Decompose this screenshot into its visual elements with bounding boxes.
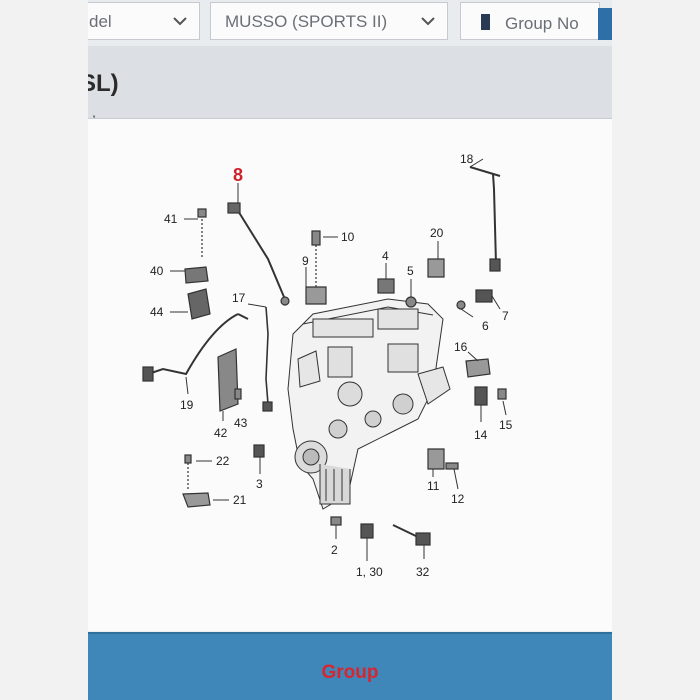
callout-label[interactable]: 20	[430, 226, 444, 240]
group-number-label: Group No	[505, 14, 579, 33]
callout-label[interactable]: 22	[216, 454, 230, 468]
callout-label[interactable]: 6	[482, 319, 489, 333]
page-title: SL)	[88, 70, 119, 97]
callout-highlighted[interactable]: 8	[233, 165, 243, 185]
callout-label[interactable]: 15	[499, 418, 513, 432]
callout-label[interactable]: 14	[474, 428, 488, 442]
model-select-label: del	[89, 12, 112, 31]
callout-label[interactable]: 7	[502, 309, 509, 323]
callout-label[interactable]: 4	[382, 249, 389, 263]
callout-label[interactable]: 10	[341, 230, 355, 244]
toolbar: del MUSSO (SPORTS II) Group No	[88, 0, 612, 47]
part-shapes	[142, 166, 507, 546]
callout-label[interactable]: 19	[180, 398, 194, 412]
model-select[interactable]: del	[88, 2, 200, 40]
group-tab[interactable]: Group	[321, 662, 379, 683]
callout-label[interactable]: 2	[331, 543, 338, 557]
callout-label[interactable]: 5	[407, 264, 414, 278]
vehicle-select[interactable]: MUSSO (SPORTS II)	[210, 2, 448, 40]
callout-label[interactable]: 17	[232, 291, 246, 305]
callout-label[interactable]: 42	[214, 426, 228, 440]
callout-label[interactable]: 32	[416, 565, 430, 579]
callout-labels: 8 18 41 10 20 9 4 5 40 17 7 44 6 16 19 4…	[150, 152, 513, 579]
app-window: del MUSSO (SPORTS II) Group No SL) ,	[88, 0, 612, 700]
callout-label[interactable]: 40	[150, 264, 164, 278]
callout-label[interactable]: 18	[460, 152, 474, 166]
page-subtitle: ,	[92, 104, 96, 120]
callout-label[interactable]: 43	[234, 416, 248, 430]
monitor-bezel-left	[0, 0, 88, 700]
callout-label[interactable]: 11	[427, 479, 440, 493]
callout-label[interactable]: 3	[256, 477, 263, 491]
callout-label[interactable]: 9	[302, 254, 309, 268]
bottom-tab-bar: Group	[88, 632, 612, 700]
parts-diagram-svg: 8 18 41 10 20 9 4 5 40 17 7 44 6 16 19 4…	[142, 152, 513, 579]
callout-label[interactable]: 16	[454, 340, 468, 354]
toolbar-tab-edge[interactable]	[598, 8, 612, 40]
group-number-select[interactable]: Group No	[460, 2, 600, 40]
engine-illustration	[287, 298, 451, 510]
page-header: SL) ,	[88, 46, 612, 120]
leader-lines	[170, 158, 507, 561]
callout-label[interactable]: 41	[164, 212, 178, 226]
chevron-down-icon	[173, 17, 187, 26]
callout-label[interactable]: 21	[233, 493, 247, 507]
group-marker-icon	[481, 14, 490, 30]
parts-diagram[interactable]: 8 18 41 10 20 9 4 5 40 17 7 44 6 16 19 4…	[88, 118, 612, 631]
callout-label[interactable]: 1, 30	[356, 565, 383, 579]
callout-label[interactable]: 12	[451, 492, 465, 506]
vehicle-select-label: MUSSO (SPORTS II)	[225, 12, 388, 31]
callout-label[interactable]: 44	[150, 305, 164, 319]
monitor-bezel-right	[612, 0, 700, 700]
chevron-down-icon	[421, 17, 435, 26]
